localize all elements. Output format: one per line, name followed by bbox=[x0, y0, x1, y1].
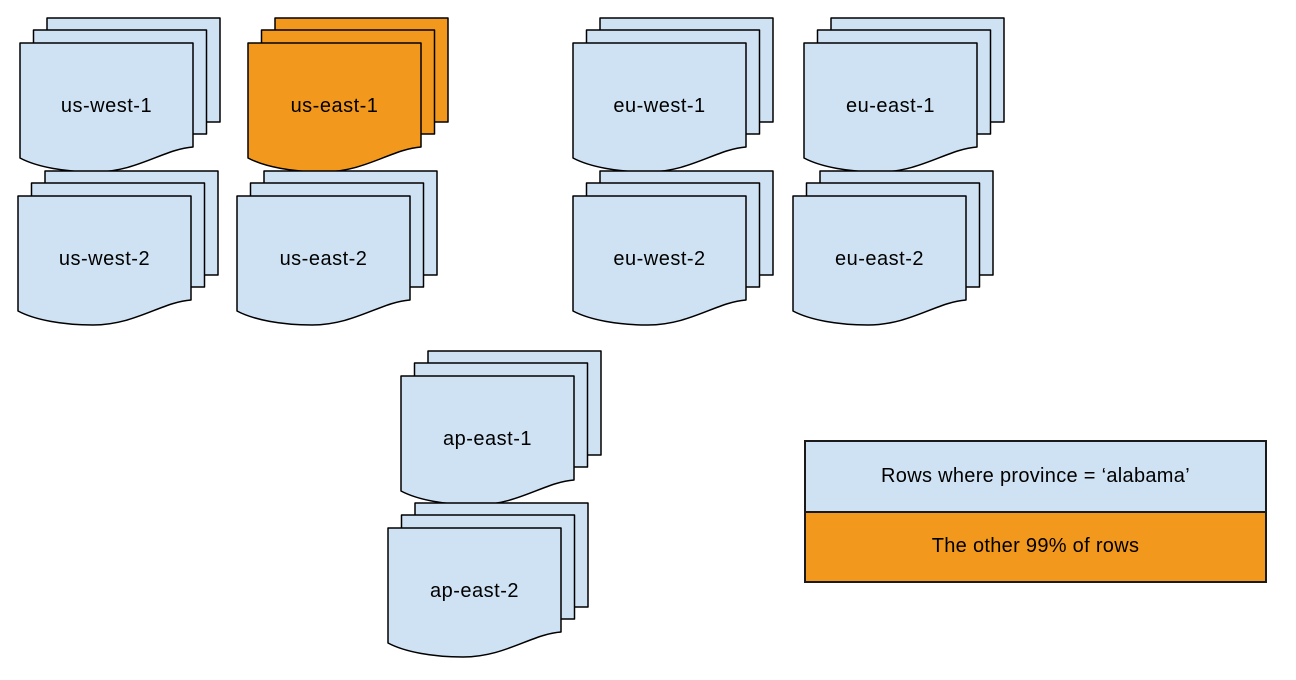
legend-item-other-rows: The other 99% of rows bbox=[806, 510, 1265, 581]
legend-item-alabama-rows: Rows where province = ‘alabama’ bbox=[806, 442, 1265, 511]
document-stack-icon bbox=[572, 170, 774, 326]
region-stack-us-east-2: us-east-2 bbox=[236, 170, 440, 330]
region-stack-eu-west-1: eu-west-1 bbox=[572, 17, 776, 177]
region-stack-us-west-1: us-west-1 bbox=[19, 17, 223, 177]
document-stack-icon bbox=[19, 17, 221, 173]
document-stack-icon bbox=[400, 350, 602, 506]
document-stack-icon bbox=[247, 17, 449, 173]
region-stack-ap-east-1: ap-east-1 bbox=[400, 350, 604, 510]
document-stack-icon bbox=[792, 170, 994, 326]
document-stack-icon bbox=[387, 502, 589, 658]
region-stack-ap-east-2: ap-east-2 bbox=[387, 502, 591, 662]
region-stack-eu-east-2: eu-east-2 bbox=[792, 170, 996, 330]
region-stack-eu-west-2: eu-west-2 bbox=[572, 170, 776, 330]
legend-box: Rows where province = ‘alabama’The other… bbox=[804, 440, 1267, 583]
region-stack-eu-east-1: eu-east-1 bbox=[803, 17, 1007, 177]
region-stack-us-east-1: us-east-1 bbox=[247, 17, 451, 177]
region-stack-us-west-2: us-west-2 bbox=[17, 170, 221, 330]
document-stack-icon bbox=[236, 170, 438, 326]
document-stack-icon bbox=[572, 17, 774, 173]
document-stack-icon bbox=[17, 170, 219, 326]
document-stack-icon bbox=[803, 17, 1005, 173]
